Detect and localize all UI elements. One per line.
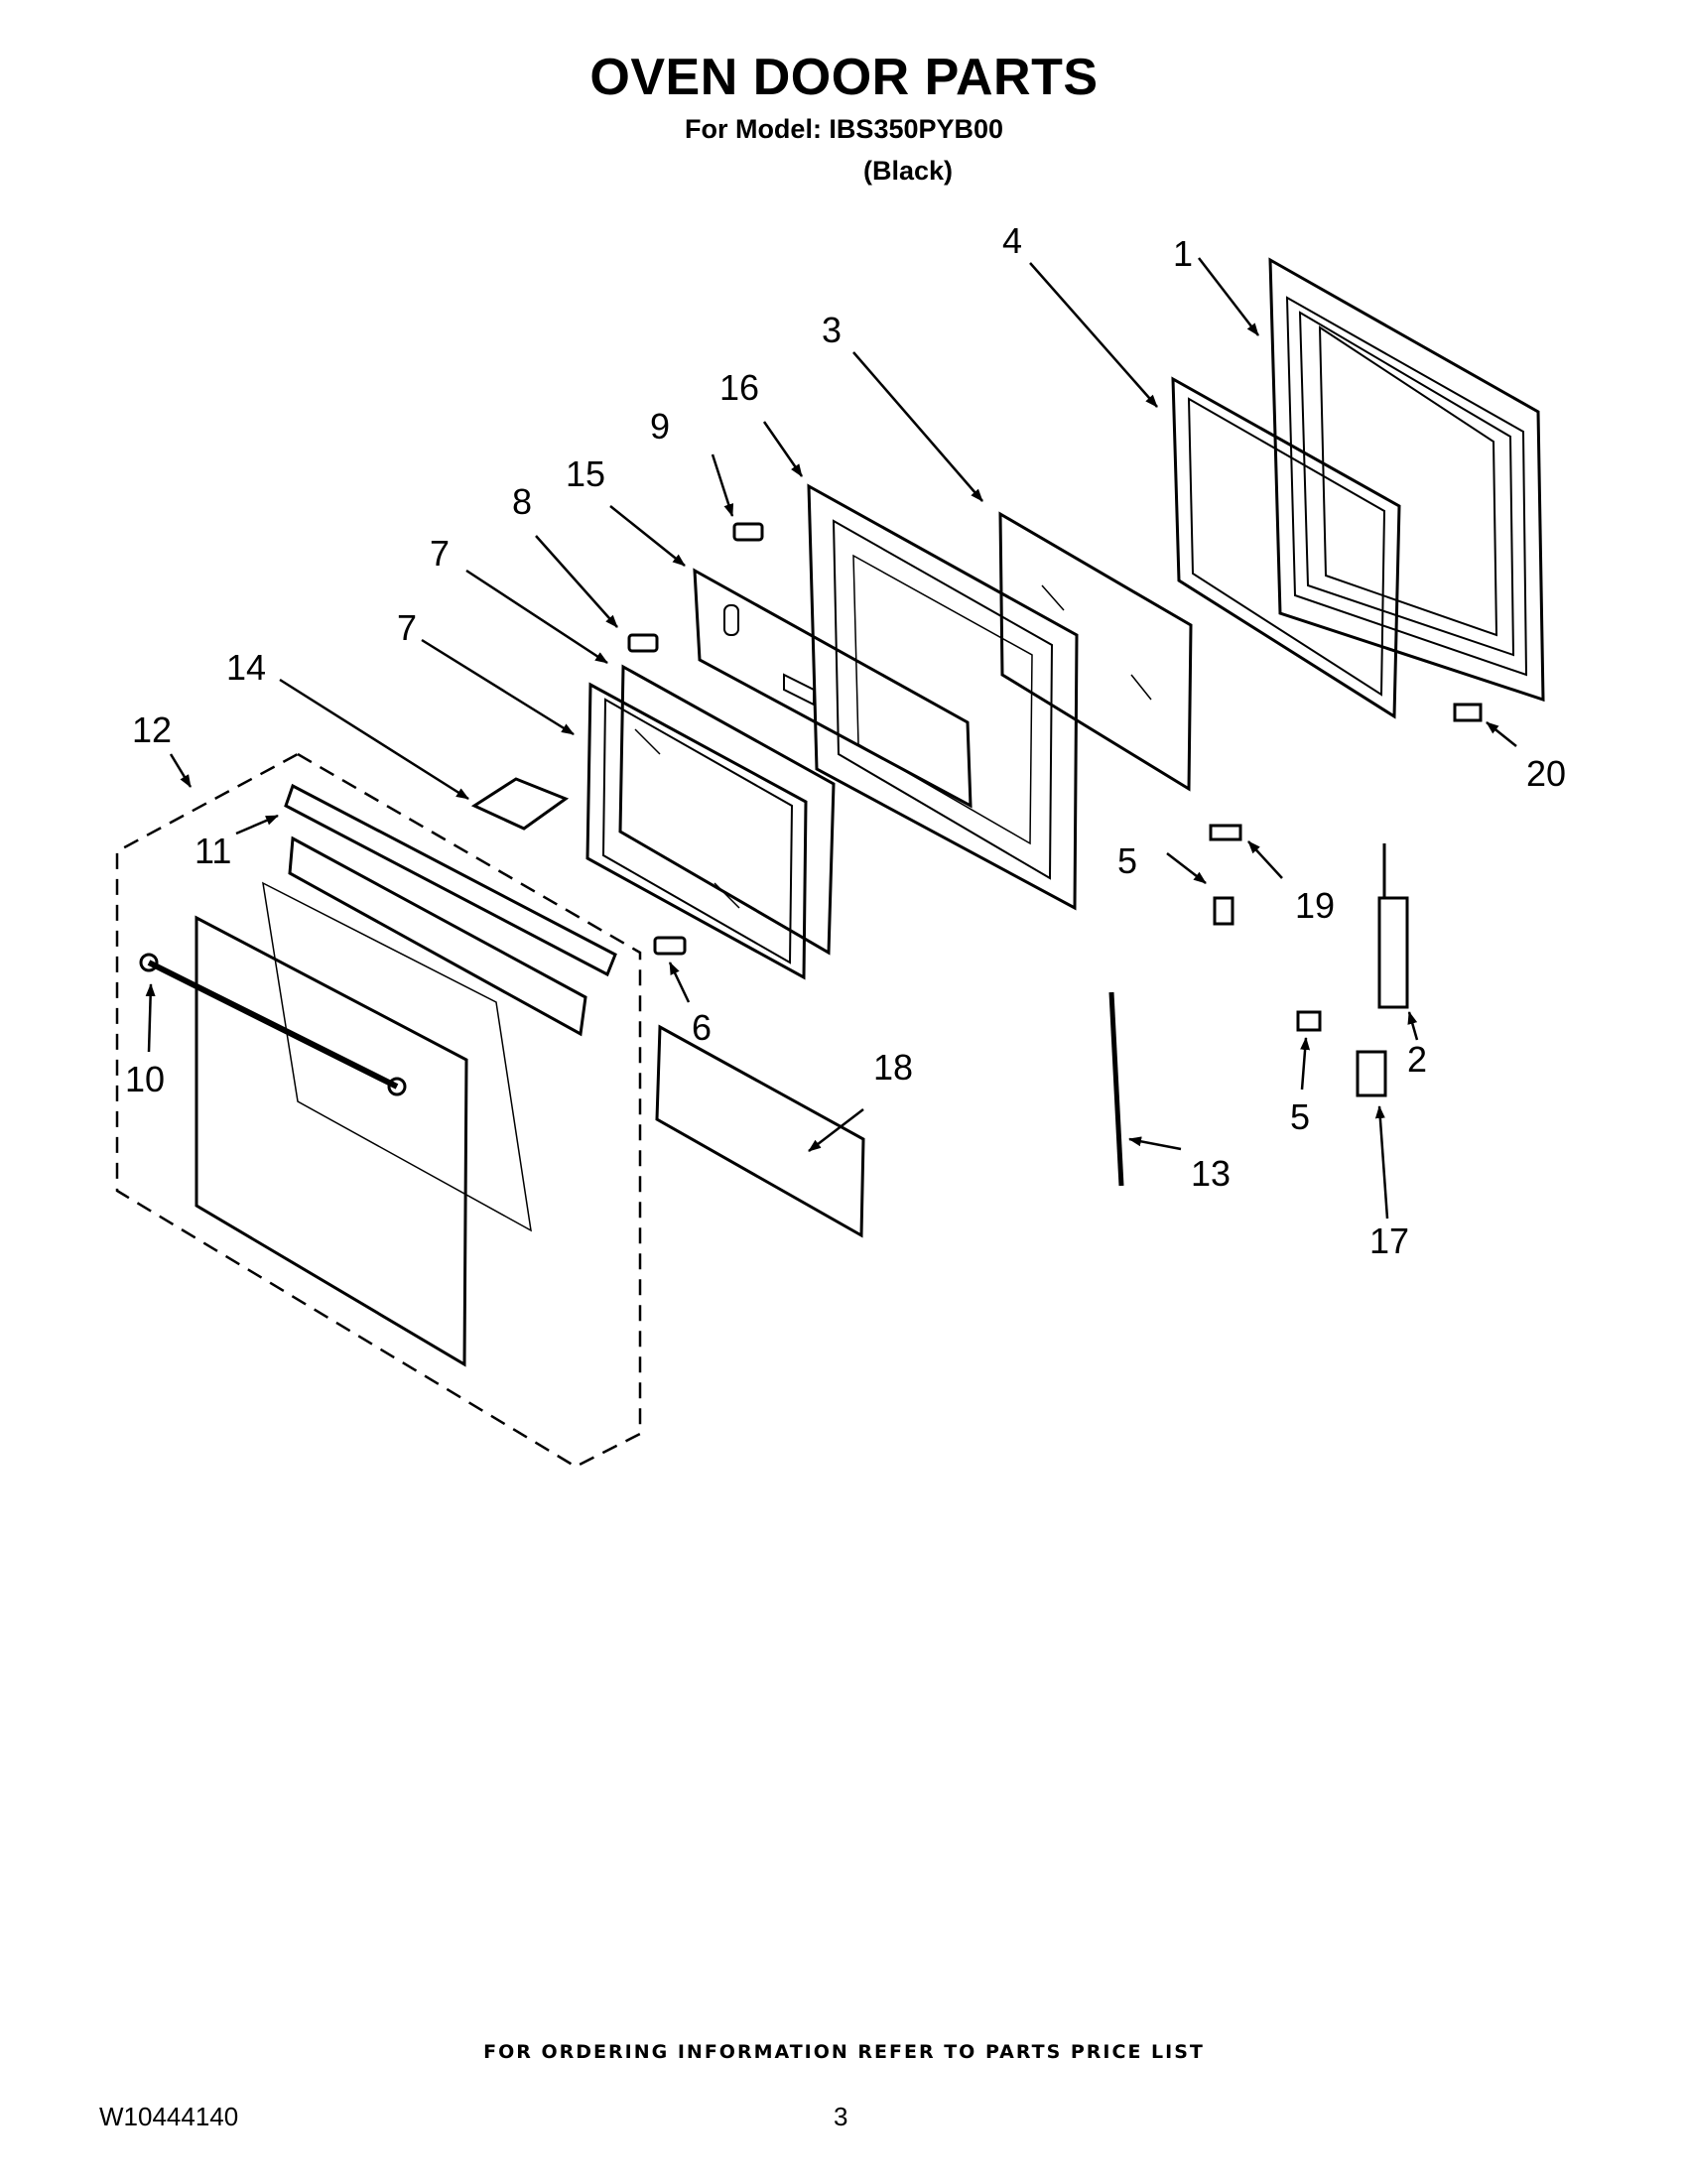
callout-7-upper: 7 [430,533,450,574]
part-18-bottom-strip [655,1024,865,1238]
part-16-inner-bracket [807,483,1079,911]
callout-6: 6 [692,1007,712,1048]
part-12-door-assembly-outline [115,752,642,1469]
part-17-clip [1356,1050,1387,1097]
callout-1: 1 [1173,233,1193,274]
callout-15: 15 [566,453,605,494]
part-7-glass-upper [618,664,836,956]
model-line: For Model: IBS350PYB00 [684,114,1004,144]
callout-12: 12 [132,709,172,750]
part-5-screw-lower [1296,1010,1322,1032]
leader-lines [145,257,1517,1220]
ordering-note: FOR ORDERING INFORMATION REFER TO PARTS … [483,2041,1205,2063]
document-number: W10444140 [99,2102,239,2131]
part-19-clip-small [1209,824,1242,841]
callout-10: 10 [125,1059,165,1099]
color-line: (Black) [863,156,954,186]
part-6-screw [653,936,687,956]
callout-19: 19 [1295,885,1335,926]
callout-16: 16 [719,367,759,408]
callout-7-lower: 7 [397,607,417,648]
callout-5-lower: 5 [1290,1096,1310,1137]
part-8-screw [627,633,659,653]
callout-9: 9 [650,406,670,447]
callout-20: 20 [1526,753,1566,794]
part-7-glass-lower [585,682,808,980]
part-3-glass [998,511,1193,792]
part-20-screw [1453,703,1483,722]
part-15-shield [693,568,973,809]
callout-17: 17 [1369,1220,1409,1261]
callout-18: 18 [873,1047,913,1088]
callout-4: 4 [1002,220,1022,261]
callout-8: 8 [512,481,532,522]
callout-14: 14 [226,647,266,688]
callout-2: 2 [1407,1039,1427,1080]
part-9-screw [732,522,764,542]
callout-3: 3 [822,310,842,350]
part-2-hinge [1377,843,1409,1009]
part-11-trim-strip [284,783,617,1037]
callout-11: 11 [195,831,231,871]
callout-5-upper: 5 [1117,840,1137,881]
page-title: OVEN DOOR PARTS [589,49,1099,106]
part-4-door-frame [1171,376,1401,719]
part-14-bracket [470,777,570,831]
callout-13: 13 [1191,1153,1231,1194]
part-13-hinge-rod [1108,991,1124,1187]
part-5-screw-upper [1213,896,1234,926]
page-number: 3 [834,2102,848,2131]
part-10-handle [139,953,407,1096]
part-1-outer-door-panel [1268,257,1545,703]
callout-labels: 1 2 3 4 5 5 6 7 7 8 9 10 11 12 13 14 15 … [125,220,1566,1261]
front-door-panel [195,881,532,1367]
